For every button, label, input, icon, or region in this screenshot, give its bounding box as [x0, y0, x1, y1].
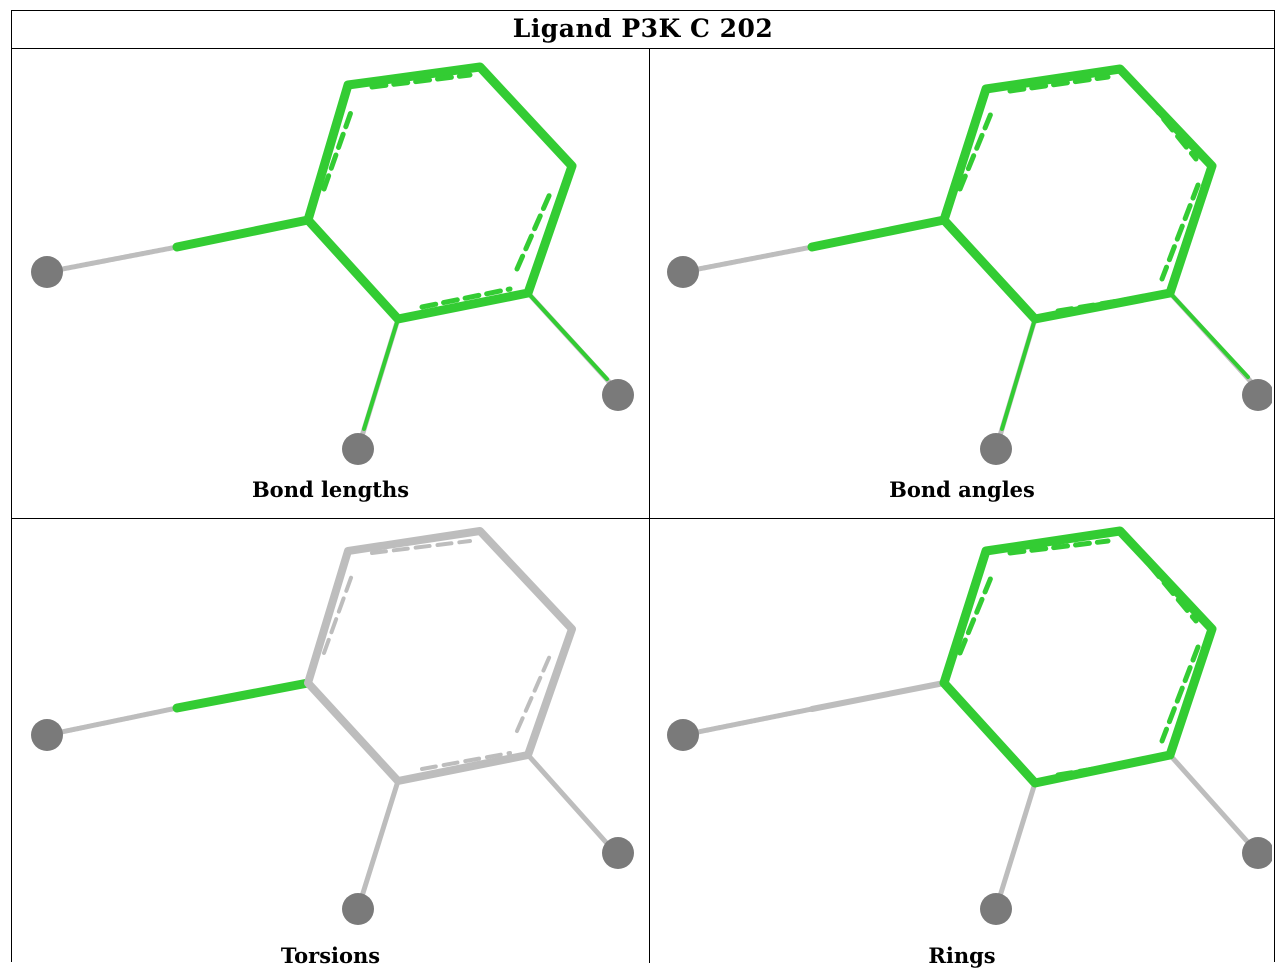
caption-rings: Rings	[928, 943, 996, 968]
caption-bond-lengths: Bond lengths	[251, 477, 410, 502]
molecule-bond-angles	[667, 64, 1272, 465]
validation-table: Ligand P3K C 202	[11, 10, 1275, 968]
table-title: Ligand P3K C 202	[12, 11, 1274, 49]
caption-bond-angles: Bond angles	[889, 477, 1035, 502]
panel-rings: Rings	[650, 519, 1274, 968]
panel-torsions: Torsions	[12, 519, 650, 968]
panel-bond-angles: Bond angles	[650, 49, 1274, 519]
panel-bond-lengths: Bond lengths	[12, 49, 650, 519]
molecule-rings	[667, 526, 1272, 925]
caption-torsions: Torsions	[280, 943, 381, 968]
molecule-torsions	[31, 527, 634, 925]
molecule-bond-lengths	[31, 62, 634, 465]
